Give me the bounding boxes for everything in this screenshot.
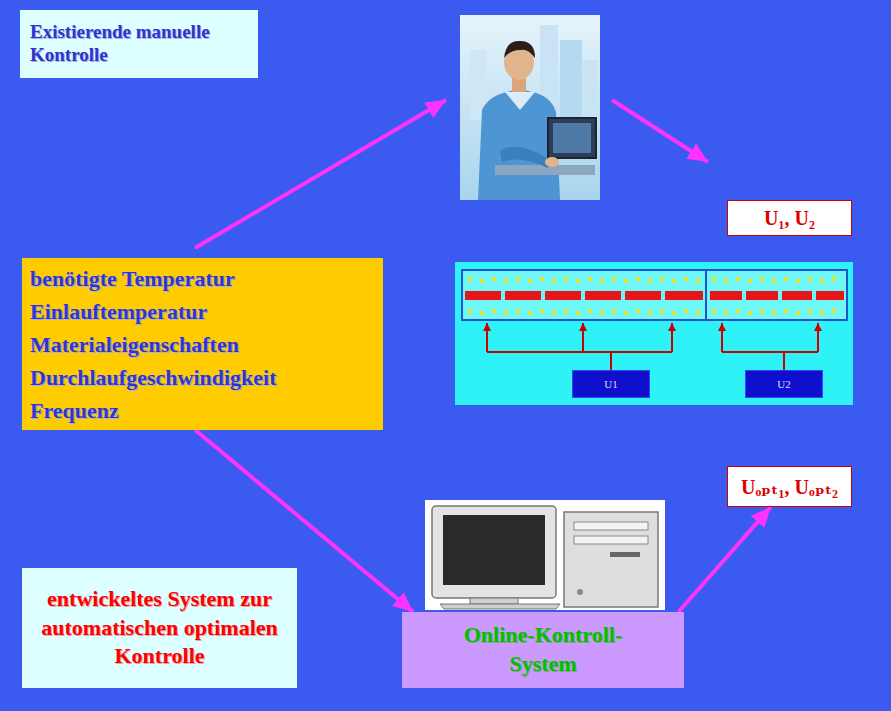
- system-box: Online-Kontroll-System: [402, 612, 684, 688]
- computer-picture: [425, 500, 665, 610]
- node-text: Frequenz: [30, 394, 375, 427]
- arrow-connector: [678, 507, 770, 612]
- node-text: benötigte Temperatur: [30, 262, 375, 295]
- node-text: Uₒₚₜ₁, Uₒₚₜ₂: [734, 475, 845, 499]
- node-text: Einlauftemperatur: [30, 295, 375, 328]
- node-text: U₁, U₂: [734, 206, 845, 230]
- node-text: Materialeigenschaften: [30, 328, 375, 361]
- node-text: Online-Kontroll-System: [442, 621, 644, 678]
- operator-picture: [460, 15, 600, 200]
- manual-flow-arrows: [195, 100, 708, 248]
- caption-box: Existierende manuelle Kontrolle: [20, 10, 258, 78]
- voltage-box: U1: [572, 370, 650, 398]
- node-text: U1: [575, 378, 647, 390]
- node-text: U2: [748, 378, 820, 390]
- output-box: Uₒₚₜ₁, Uₒₚₜ₂: [727, 466, 852, 507]
- input-list-box: benötigte TemperaturEinlauftemperaturMat…: [22, 258, 383, 430]
- node-text: entwickeltes System zur automatischen op…: [30, 585, 289, 671]
- heater-picture: [455, 262, 853, 405]
- node-text: Durchlaufgeschwindigkeit: [30, 361, 375, 394]
- node-text: Existierende manuelle Kontrolle: [30, 21, 248, 67]
- caption-box: entwickeltes System zur automatischen op…: [22, 568, 297, 688]
- output-box: U₁, U₂: [727, 200, 852, 236]
- voltage-box: U2: [745, 370, 823, 398]
